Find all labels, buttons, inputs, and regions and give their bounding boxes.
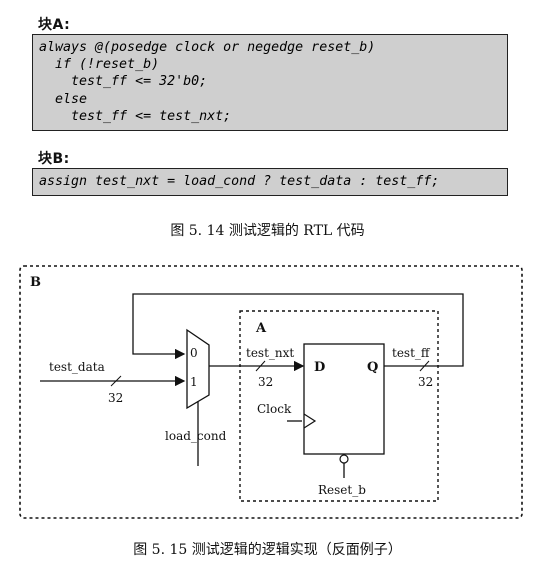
code-line: always @(posedge clock or negedge reset_… — [39, 40, 376, 55]
code-line: else — [39, 91, 88, 107]
block-b-label: 块B: — [38, 151, 70, 167]
inner-block-label: A — [255, 321, 267, 336]
figure-514-caption: 图 5. 14 测试逻辑的 RTL 代码 — [170, 223, 365, 239]
d-pin-label: D — [314, 360, 325, 375]
block-a-code: always @(posedge clock or negedge reset_… — [32, 34, 508, 131]
bus-slash — [110, 375, 122, 387]
outer-block-border — [19, 265, 523, 519]
block-a-label: 块A: — [38, 17, 71, 33]
bus-slash — [255, 360, 266, 372]
mux-input-0: 0 — [190, 346, 198, 360]
code-line: test_ff <= 32'b0; — [39, 74, 208, 90]
test-ff-label: test_ff — [392, 346, 431, 360]
mux-input-1: 1 — [190, 375, 198, 389]
code-line: test_ff <= test_nxt; — [39, 108, 232, 124]
q-pin-label: Q — [367, 360, 378, 375]
figure-515-caption: 图 5. 15 测试逻辑的逻辑实现（反面例子） — [133, 542, 402, 558]
flip-flop — [303, 343, 385, 455]
inner-block-border — [239, 310, 439, 502]
outer-block-label: B — [30, 275, 41, 290]
bus-width-ff: 32 — [418, 375, 433, 389]
bus-slash — [419, 360, 430, 372]
code-line: assign test_nxt = load_cond ? test_data … — [39, 174, 440, 189]
clock-label: Clock — [257, 402, 292, 416]
reset-label: Reset_b — [318, 483, 366, 497]
mux — [186, 328, 210, 410]
test-nxt-label: test_nxt — [246, 346, 294, 360]
load-cond-label: load_cond — [165, 429, 227, 443]
reset-bubble — [339, 454, 349, 464]
block-b-code: assign test_nxt = load_cond ? test_data … — [32, 168, 508, 196]
test-data-label: test_data — [49, 360, 105, 374]
clock-triangle — [303, 413, 317, 429]
bus-width-nxt: 32 — [258, 375, 273, 389]
feedback-wire — [132, 293, 464, 367]
bus-width-in: 32 — [108, 391, 123, 405]
code-line: if (!reset_b) — [39, 57, 160, 73]
